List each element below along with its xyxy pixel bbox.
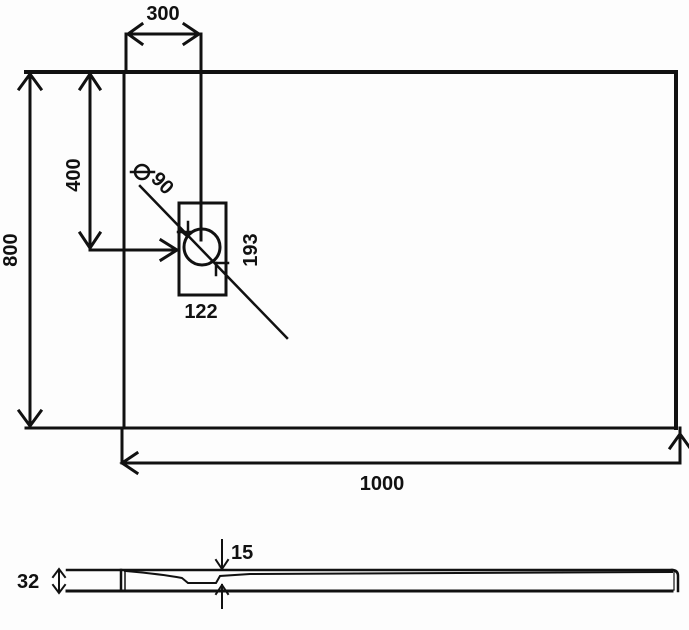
dimension-1000 <box>119 426 689 476</box>
label-400: 400 <box>63 158 85 191</box>
label-193: 193 <box>240 233 262 266</box>
dimension-300 <box>124 21 203 242</box>
label-1000: 1000 <box>360 473 405 495</box>
dimension-15 <box>214 539 230 609</box>
label-122: 122 <box>184 301 217 323</box>
tray-outline <box>24 70 678 430</box>
label-800: 800 <box>0 233 22 266</box>
label-32: 32 <box>17 571 39 593</box>
dimension-400 <box>77 71 180 263</box>
dimension-800 <box>16 71 44 429</box>
drain-box <box>177 201 228 297</box>
dimension-32 <box>51 567 67 595</box>
side-profile <box>65 568 680 593</box>
diameter-leader <box>129 163 289 340</box>
label-300: 300 <box>146 3 179 25</box>
label-15: 15 <box>231 542 253 564</box>
